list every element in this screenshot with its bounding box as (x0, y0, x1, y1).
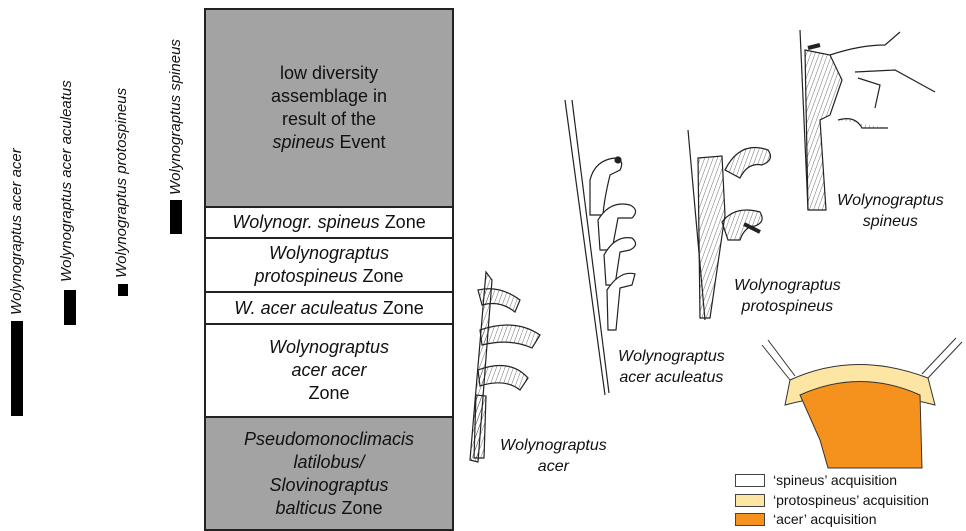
legend-swatch-protospineus (735, 494, 765, 507)
legend-item-acer: ‘acer’ acquisition (735, 511, 877, 527)
graptolite-acer-drawing (470, 272, 540, 462)
legend-item-protospineus: ‘protospineus’ acquisition (735, 492, 929, 508)
graptolite-spineus-drawing (800, 30, 935, 210)
acquisition-cross-section (762, 338, 962, 468)
legend-swatch-acer (735, 513, 765, 526)
legend-swatch-spineus (735, 474, 765, 487)
legend-item-spineus: ‘spineus’ acquisition (735, 472, 897, 488)
